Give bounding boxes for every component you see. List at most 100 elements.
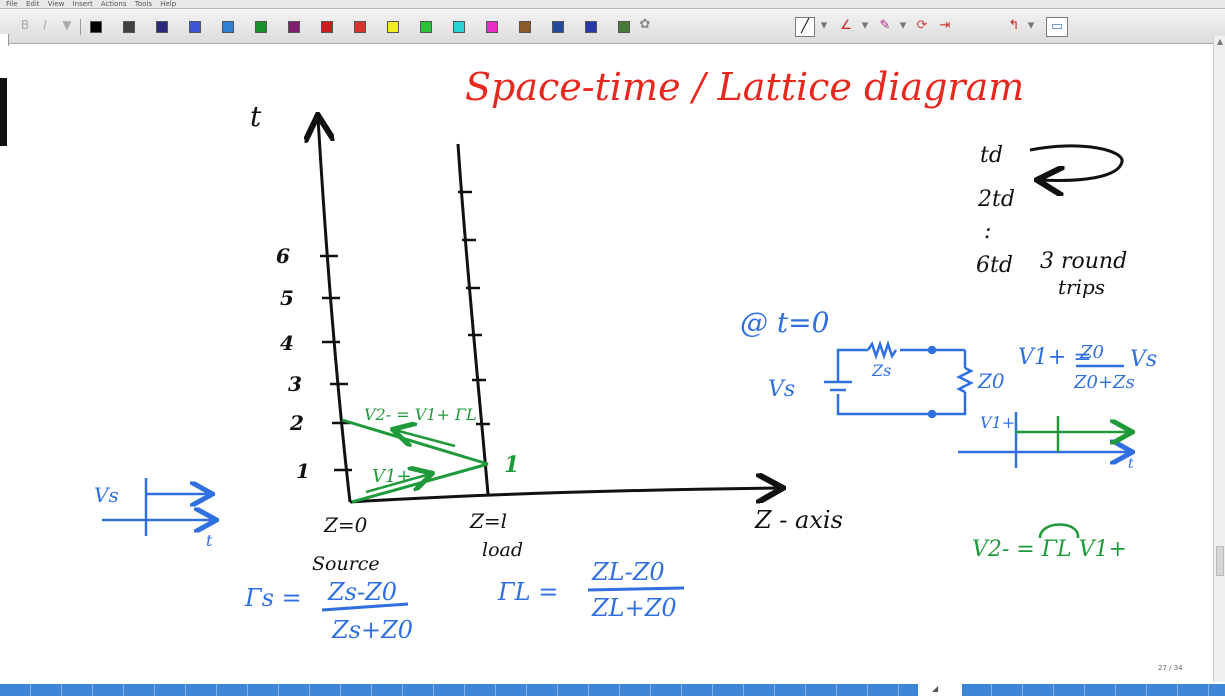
- notes-td: td: [980, 143, 1003, 168]
- italic-icon[interactable]: I: [43, 18, 47, 32]
- color-swatch[interactable]: [255, 21, 267, 33]
- menu-insert[interactable]: Insert: [72, 0, 93, 8]
- palette-icon[interactable]: ✿: [639, 17, 651, 32]
- load-label: load: [482, 539, 523, 561]
- round-trip-arrow: [1029, 144, 1124, 181]
- time-axis-ticks: [320, 254, 352, 472]
- source-label: Source: [312, 553, 380, 575]
- ink-color-icon[interactable]: ▼: [62, 18, 72, 32]
- zl-label: Z=l: [469, 509, 507, 533]
- tick-label-6: 6: [276, 244, 290, 268]
- v1-eq-rhs: Vs: [1130, 347, 1157, 372]
- menu-edit[interactable]: Edit: [25, 0, 40, 8]
- color-swatch[interactable]: [321, 21, 333, 33]
- color-swatch[interactable]: [156, 21, 168, 33]
- reflected-label: V2- = V1+ ΓL: [364, 405, 477, 424]
- pen-icon[interactable]: ╱: [795, 17, 815, 37]
- vertical-scrollbar[interactable]: ▲: [1213, 36, 1225, 682]
- tick-label-1: 1: [296, 459, 310, 483]
- color-swatch[interactable]: [189, 21, 201, 33]
- gamma-s-formula: Γs = Zs-Z0 Zs+Z0: [244, 578, 413, 644]
- notes-round: 3 round: [1040, 249, 1127, 274]
- toolbar-separator: [80, 19, 81, 35]
- t-axis-label: t: [250, 100, 262, 133]
- v1-eq-num: Z0: [1079, 342, 1104, 363]
- pen-dropdown-icon[interactable]: ▾: [820, 18, 828, 33]
- circuit-vs-label: Vs: [768, 377, 795, 402]
- notes-2td: 2td: [977, 187, 1015, 212]
- gamma-l-num: ZL-Z0: [591, 558, 665, 586]
- menu-view[interactable]: View: [47, 0, 65, 8]
- load-line: [456, 143, 490, 495]
- lasso-icon[interactable]: ⟳: [916, 18, 928, 33]
- left-ruler: [0, 34, 9, 46]
- circuit-z0-label: Z0: [977, 369, 1005, 393]
- left-panel-edge: [0, 78, 7, 146]
- step-v-label: Vs: [94, 483, 119, 507]
- scroll-up-icon[interactable]: ▲: [1216, 37, 1224, 46]
- menu-tools[interactable]: Tools: [134, 0, 152, 8]
- tick-label-5: 5: [280, 286, 294, 310]
- v2-equation: V2- = ΓL V1+: [972, 537, 1127, 562]
- gamma-l-lhs: ΓL =: [497, 578, 558, 606]
- undo-dropdown-icon[interactable]: ▾: [1027, 18, 1035, 33]
- diagram-title: Space-time / Lattice diagram: [465, 65, 1024, 109]
- gamma-l-den: ZL+Z0: [591, 594, 677, 622]
- wave1-label: V1+: [372, 466, 412, 487]
- color-swatch[interactable]: [552, 21, 564, 33]
- menu-help[interactable]: Help: [160, 0, 177, 8]
- eraser-dropdown-icon[interactable]: ▾: [899, 18, 907, 33]
- at-t0-label: @ t=0: [740, 306, 829, 339]
- load-line-ticks: [458, 190, 490, 426]
- tick-label-3: 3: [288, 372, 302, 396]
- highlighter-icon[interactable]: ∠: [840, 18, 852, 33]
- v1-equation: V1+ = Z0 Z0+Zs Vs: [1018, 342, 1157, 393]
- color-swatch[interactable]: [354, 21, 366, 33]
- color-swatch[interactable]: [288, 21, 300, 33]
- step-input-plot: Vs t: [94, 478, 214, 550]
- reflected-wave-line: [341, 418, 489, 466]
- circuit-zs-label: Zs: [871, 361, 891, 380]
- notes-trips: trips: [1058, 275, 1105, 299]
- small-plot-t-label: t: [1128, 456, 1134, 472]
- load-point-label: 1: [504, 452, 519, 478]
- notes-dots: :: [984, 219, 991, 244]
- whiteboard-canvas[interactable]: Space-time / Lattice diagram t Z - axis …: [0, 0, 1213, 684]
- gamma-s-num: Zs-Z0: [327, 578, 397, 606]
- z0-label: Z=0: [323, 513, 368, 537]
- round-trip-notes: td 2td : 6td 3 round trips: [976, 143, 1127, 299]
- scroll-thumb[interactable]: [1216, 546, 1224, 576]
- resize-grip-icon[interactable]: ◢: [932, 684, 939, 693]
- bottom-bar-gap: ◢: [918, 684, 962, 696]
- screen-icon[interactable]: ▭: [1046, 17, 1068, 37]
- bold-icon[interactable]: B: [20, 18, 30, 32]
- reflected-wave-arrow: [395, 430, 456, 446]
- highlighter-dropdown-icon[interactable]: ▾: [861, 18, 869, 33]
- gamma-s-lhs: Γs =: [244, 584, 302, 612]
- color-swatch[interactable]: [585, 21, 597, 33]
- undo-arrow-icon[interactable]: ↰: [1008, 18, 1020, 33]
- color-swatch[interactable]: [420, 21, 432, 33]
- color-swatch[interactable]: [453, 21, 465, 33]
- bottom-status-bar: [0, 684, 1225, 696]
- v1-step-plot: V1+ t: [958, 412, 1134, 472]
- gamma-l-formula: ΓL = ZL-Z0 ZL+Z0: [497, 558, 685, 622]
- color-swatch[interactable]: [90, 21, 102, 33]
- tick-label-2: 2: [289, 411, 304, 435]
- color-swatch[interactable]: [618, 21, 630, 33]
- tick-label-4: 4: [280, 331, 294, 355]
- menu-actions[interactable]: Actions: [100, 0, 127, 8]
- menu-file[interactable]: File: [6, 0, 18, 8]
- color-swatch[interactable]: [486, 21, 498, 33]
- incident-wave-arrow: [365, 474, 430, 494]
- color-swatch[interactable]: [222, 21, 234, 33]
- color-swatch[interactable]: [387, 21, 399, 33]
- time-axis: [318, 118, 352, 503]
- insert-space-icon[interactable]: ⇥: [939, 18, 951, 33]
- menu-bar: File Edit View Insert Actions Tools Help: [0, 0, 1225, 9]
- eraser-icon[interactable]: ✎: [879, 18, 891, 33]
- z-axis-label: Z - axis: [754, 506, 843, 534]
- gamma-s-den: Zs+Z0: [331, 616, 413, 644]
- color-swatch[interactable]: [519, 21, 531, 33]
- color-swatch[interactable]: [123, 21, 135, 33]
